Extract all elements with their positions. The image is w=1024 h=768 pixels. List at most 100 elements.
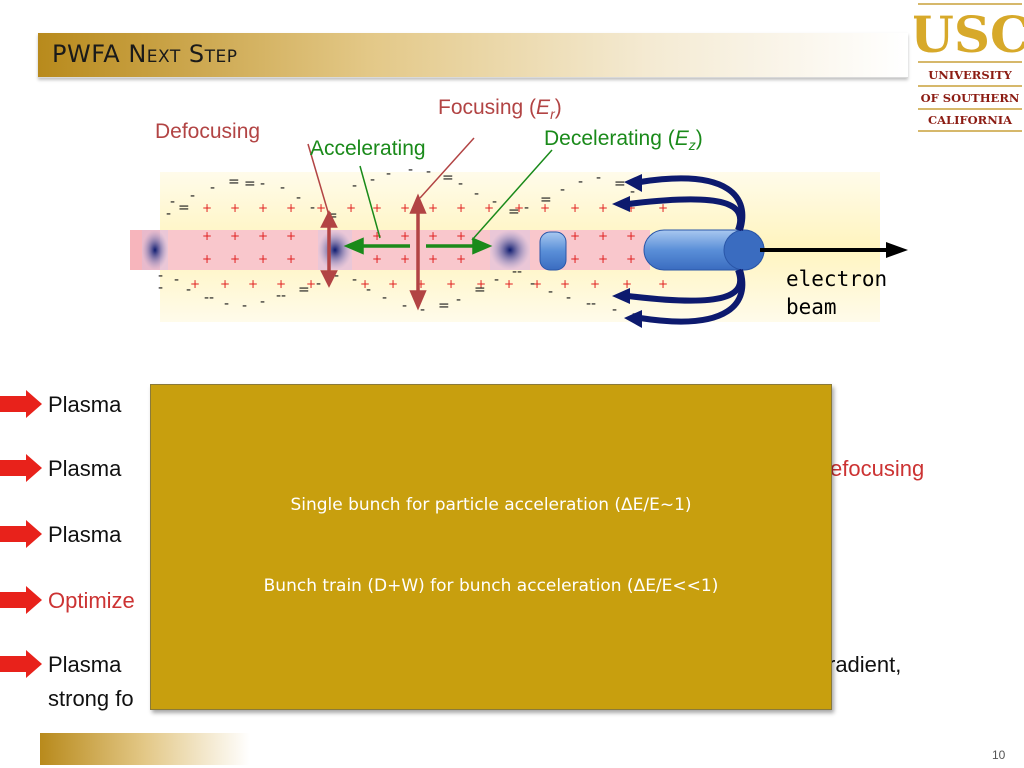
electron-compression-2 <box>318 230 352 270</box>
svg-text:+: + <box>400 252 410 266</box>
svg-text:=: = <box>540 192 552 208</box>
svg-text:-: - <box>210 180 215 196</box>
accelerating-pointer <box>359 165 381 239</box>
svg-text:=: = <box>508 204 520 220</box>
svg-text:-: - <box>280 180 285 196</box>
svg-text:+: + <box>276 277 286 291</box>
title-bar: PWFA Next Step <box>38 33 908 78</box>
svg-text:-: - <box>578 174 583 190</box>
electron-compression-3 <box>490 230 530 270</box>
svg-text:-: - <box>352 272 357 288</box>
svg-text:--: -- <box>276 288 286 304</box>
svg-text:=: = <box>474 282 486 298</box>
svg-text:+: + <box>306 277 316 291</box>
svg-text:+: + <box>456 229 466 243</box>
svg-text:+: + <box>230 201 240 215</box>
bullet-second-line: strong fo <box>48 686 134 711</box>
svg-text:+: + <box>540 201 550 215</box>
svg-text:-: - <box>530 276 535 292</box>
svg-text:+: + <box>476 277 486 291</box>
red-arrow-icon <box>0 586 42 614</box>
svg-text:+: + <box>346 201 356 215</box>
svg-text:-: - <box>316 276 321 292</box>
svg-text:--: -- <box>204 290 214 306</box>
svg-text:-: - <box>296 190 301 206</box>
logo-usc-text: USC <box>914 5 1024 64</box>
svg-text:+: + <box>428 252 438 266</box>
svg-text:-: - <box>170 194 175 210</box>
bullet-text: Plasma <box>48 522 122 547</box>
svg-text:--: -- <box>512 264 522 280</box>
svg-text:+: + <box>220 277 230 291</box>
svg-text:-: - <box>386 166 391 182</box>
red-arrow-icon <box>0 520 42 548</box>
svg-text:-: - <box>426 164 431 180</box>
svg-text:+: + <box>626 229 636 243</box>
svg-text:=: = <box>614 176 626 192</box>
svg-text:-: - <box>566 290 571 306</box>
svg-text:+: + <box>286 201 296 215</box>
svg-text:+: + <box>230 252 240 266</box>
focusing-pointer <box>419 137 475 199</box>
svg-text:-: - <box>166 206 171 222</box>
svg-text:-: - <box>492 194 497 210</box>
svg-text:+: + <box>400 229 410 243</box>
svg-text:+: + <box>484 201 494 215</box>
svg-text:+: + <box>202 252 212 266</box>
svg-text:+: + <box>360 277 370 291</box>
svg-text:=: = <box>442 170 454 186</box>
svg-text:+: + <box>258 229 268 243</box>
svg-text:-: - <box>370 172 375 188</box>
defocusing-pointer <box>307 143 329 213</box>
svg-text:+: + <box>598 201 608 215</box>
svg-text:+: + <box>258 201 268 215</box>
svg-text:-: - <box>366 282 371 298</box>
beam-label-2: beam <box>786 295 837 319</box>
logo-line-2: OF SOUTHERN <box>921 91 1020 105</box>
svg-text:+: + <box>388 277 398 291</box>
svg-text:-: - <box>190 188 195 204</box>
bullet-text: Plasma <box>48 652 122 677</box>
svg-text:-: - <box>630 184 635 200</box>
usc-logo: USC UNIVERSITY OF SOUTHERN CALIFORNIA <box>914 0 1024 134</box>
svg-text:+: + <box>416 277 426 291</box>
svg-text:+: + <box>504 277 514 291</box>
svg-text:+: + <box>598 229 608 243</box>
svg-text:+: + <box>532 277 542 291</box>
overlay-line-1: Single bunch for particle acceleration (… <box>290 495 692 515</box>
focusing-label: Focusing (Er) <box>438 96 562 122</box>
svg-text:+: + <box>428 201 438 215</box>
svg-text:+: + <box>658 277 668 291</box>
svg-text:=: = <box>178 200 190 216</box>
bullet-item: Plasma <box>0 390 950 420</box>
svg-text:-: - <box>260 176 265 192</box>
svg-text:+: + <box>590 277 600 291</box>
svg-text:-: - <box>334 268 339 284</box>
beam-label-1: electron <box>786 267 887 291</box>
svg-text:-: - <box>458 176 463 192</box>
defocusing-label: Defocusing <box>155 120 260 143</box>
pwfa-diagram: +++++ ++++++++++++ ++++ ++++ +++ ++++ ++… <box>130 96 908 328</box>
svg-text:-: - <box>224 296 229 312</box>
bullet-item: Plasma radient, strong fo <box>0 650 950 714</box>
svg-text:-: - <box>402 298 407 314</box>
svg-text:+: + <box>400 201 410 215</box>
svg-text:+: + <box>570 229 580 243</box>
svg-text:+: + <box>570 252 580 266</box>
svg-text:+: + <box>658 201 668 215</box>
svg-text:+: + <box>570 201 580 215</box>
svg-text:-: - <box>408 162 413 178</box>
ion-charges: +++++ ++++++++++++ ++++ ++++ +++ ++++ ++… <box>190 201 668 291</box>
red-arrow-icon <box>0 454 42 482</box>
svg-text:+: + <box>456 201 466 215</box>
electron-compression-1 <box>142 230 168 270</box>
bullet-text: Plasma <box>48 392 122 417</box>
svg-text:=: = <box>438 298 450 314</box>
decelerating-pointer <box>471 149 553 241</box>
witness-bunch <box>539 231 567 271</box>
svg-text:+: + <box>190 277 200 291</box>
svg-text:-: - <box>596 170 601 186</box>
svg-text:-: - <box>420 302 425 318</box>
svg-text:+: + <box>456 252 466 266</box>
svg-text:+: + <box>446 277 456 291</box>
